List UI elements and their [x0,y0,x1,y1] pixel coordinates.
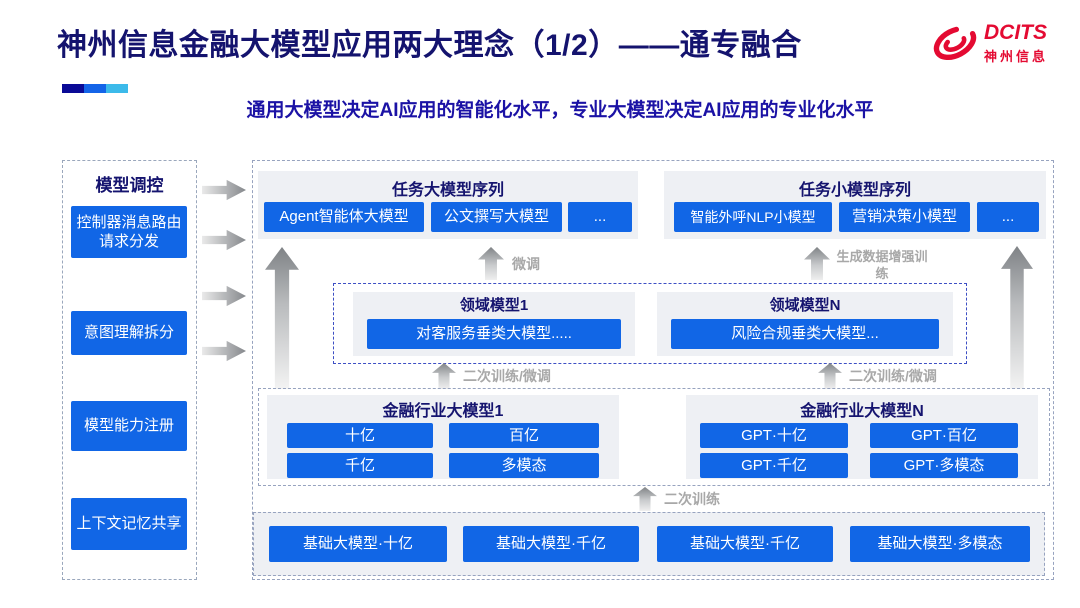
right-arrow-icon [202,340,246,362]
right-arrow-icon [202,285,246,307]
scale-1b-chip: 十亿 [287,423,433,448]
logo-cn: 神州信息 [984,48,1049,64]
retrain-finetune-label-right: 二次训练/微调 [849,368,937,384]
retrain-label: 二次训练 [664,491,720,507]
base-model-100b-chip-2: 基础大模型·千亿 [657,526,833,562]
outbound-nlp-model-chip: 智能外呼NLP小模型 [674,202,832,232]
task-small-title: 任务小模型序列 [798,182,911,199]
base-model-100b-chip: 基础大模型·千亿 [463,526,639,562]
sidebar-item-message-routing: 控制器消息路由请求分发 [71,206,187,258]
domain-model-1-title: 领域模型1 [459,297,529,314]
logo-text: DCITS 神州信息 [984,22,1048,65]
industry-models-frame: 金融行业大模型1 十亿 百亿 千亿 多模态 金融行业大模型N GPT·十亿 GP… [258,388,1050,486]
dcits-swirl-icon [933,26,977,60]
marketing-decision-model-chip: 营销决策小模型 [839,202,970,232]
multimodal-chip: 多模态 [449,453,599,478]
accent-bar-segment [106,84,128,93]
sidebar-title: 模型调控 [95,176,164,195]
scale-10b-chip: 百亿 [449,423,599,448]
sidebar-item-capability-register: 模型能力注册 [71,401,187,451]
page-title: 神州信息金融大模型应用两大理念（1/2）——通专融合 [57,29,802,62]
right-arrow-icon [202,179,246,201]
title-accent-bar [62,84,128,93]
base-model-1b-chip: 基础大模型·十亿 [269,526,447,562]
task-small-model-series: 任务小模型序列 智能外呼NLP小模型 营销决策小模型 ... [664,171,1046,239]
sidebar-item-intent-split: 意图理解拆分 [71,311,187,355]
gpt-multimodal-chip: GPT·多模态 [870,453,1018,478]
task-large-title: 任务大模型序列 [391,182,504,199]
accent-bar-segment [62,84,84,93]
finetune-label: 微调 [512,256,540,272]
finance-industry-model-1-title: 金融行业大模型1 [382,403,504,420]
more-large-models-chip: ... [568,202,632,232]
finance-industry-model-1: 金融行业大模型1 十亿 百亿 千亿 多模态 [267,395,619,479]
risk-compliance-model-chip: 风险合规垂类大模型... [671,319,939,349]
document-writing-model-chip: 公文撰写大模型 [431,202,562,232]
sidebar-item-context-memory: 上下文记忆共享 [71,498,187,550]
gpt-100b-chip: GPT·千亿 [700,453,848,478]
slide-subtitle: 通用大模型决定AI应用的智能化水平，专业大模型决定AI应用的专业化水平 [246,100,874,121]
retrain-finetune-label-left: 二次训练/微调 [463,368,551,384]
model-architecture-frame [252,160,1054,580]
task-large-model-series: 任务大模型序列 Agent智能体大模型 公文撰写大模型 ... [258,171,638,239]
gpt-10b-chip: GPT·百亿 [870,423,1018,448]
dcits-logo: DCITS 神州信息 [932,20,1048,66]
customer-service-model-chip: 对客服务垂类大模型..... [367,319,621,349]
gpt-1b-chip: GPT·十亿 [700,423,848,448]
accent-bar-segment [84,84,106,93]
model-control-panel: 模型调控 控制器消息路由请求分发 意图理解拆分 模型能力注册 上下文记忆共享 [62,160,197,580]
right-arrow-icon [202,229,246,251]
domain-model-n-title: 领域模型N [769,297,841,314]
logo-name: DCITS [984,20,1047,44]
finance-industry-model-n: 金融行业大模型N GPT·十亿 GPT·百亿 GPT·千亿 GPT·多模态 [686,395,1038,479]
domain-model-1: 领域模型1 对客服务垂类大模型..... [353,292,635,356]
agent-large-model-chip: Agent智能体大模型 [264,202,424,232]
domain-models-frame: 领域模型1 对客服务垂类大模型..... 领域模型N 风险合规垂类大模型... [333,283,967,364]
finance-industry-model-n-title: 金融行业大模型N [800,403,924,420]
augment-label: 生成数据增强训练 [836,249,928,281]
scale-100b-chip: 千亿 [287,453,433,478]
base-models-box: 基础大模型·十亿 基础大模型·千亿 基础大模型·千亿 基础大模型·多模态 [253,512,1045,576]
more-small-models-chip: ... [977,202,1039,232]
base-model-multimodal-chip: 基础大模型·多模态 [850,526,1030,562]
domain-model-n: 领域模型N 风险合规垂类大模型... [657,292,953,356]
